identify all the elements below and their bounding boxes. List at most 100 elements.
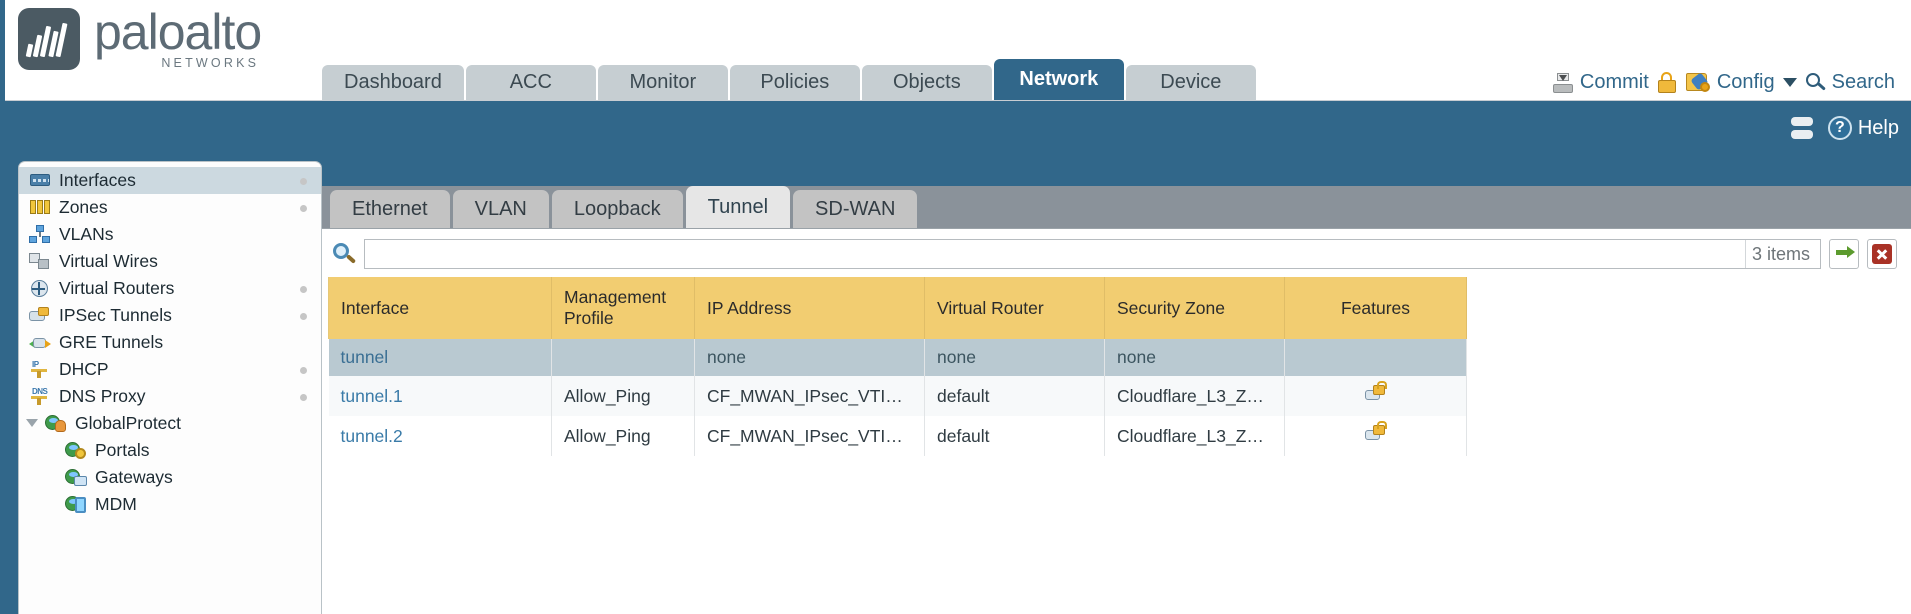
tab-sd-wan[interactable]: SD-WAN: [793, 190, 918, 228]
commit-button[interactable]: Commit: [1552, 71, 1649, 94]
cell-virtual-router: default: [924, 376, 1105, 416]
top-bar: paloalto NETWORKS Dashboard ACC Monitor …: [0, 0, 1911, 101]
column-header-virtual-router[interactable]: Virtual Router: [924, 277, 1105, 339]
column-header-management-profile[interactable]: Management Profile: [551, 277, 695, 339]
sidebar-item-gre-tunnels[interactable]: GRE Tunnels: [19, 329, 321, 356]
tab-vlan[interactable]: VLAN: [452, 190, 549, 228]
sidebar-item-label: Interfaces: [59, 170, 136, 190]
cell-features: [1284, 339, 1467, 376]
sidebar-item-label: VLANs: [59, 224, 114, 244]
cell-interface[interactable]: tunnel: [328, 339, 552, 376]
column-header-interface[interactable]: Interface: [328, 277, 552, 339]
commit-printer-icon: [1552, 72, 1574, 93]
apply-filter-arrow-icon: [1836, 246, 1855, 258]
search-button[interactable]: Search: [1805, 71, 1895, 94]
commit-label: Commit: [1579, 71, 1649, 93]
brand-name: paloalto: [94, 4, 262, 60]
dhcp-icon: IP: [29, 360, 51, 379]
content-panel: 3 items Interface: [322, 228, 1911, 614]
column-header-security-zone[interactable]: Security Zone: [1104, 277, 1285, 339]
sidebar-item-virtual-routers[interactable]: Virtual Routers: [19, 275, 321, 302]
cell-interface[interactable]: tunnel.2: [328, 416, 552, 456]
nav-tab-policies[interactable]: Policies: [729, 65, 860, 100]
sidebar-item-label: Zones: [59, 197, 108, 217]
filter-row: 3 items: [322, 229, 1911, 277]
config-dropdown[interactable]: Config: [1685, 71, 1797, 94]
item-count: 3 items: [1744, 240, 1820, 268]
sidebar-item-virtual-wires[interactable]: Virtual Wires: [19, 248, 321, 275]
status-dot: [300, 286, 307, 293]
tab-loopback[interactable]: Loopback: [551, 190, 683, 228]
padlock-icon[interactable]: [1657, 72, 1677, 93]
sidebar-item-label: GRE Tunnels: [59, 332, 164, 352]
blue-utility-band: ? Help: [0, 101, 1911, 155]
refresh-icon[interactable]: [1790, 117, 1814, 139]
sidebar-item-vlans[interactable]: VLANs: [19, 221, 321, 248]
cell-management-profile: [551, 339, 695, 376]
cell-ip-address: CF_MWAN_IPsec_VTI_02_...: [694, 416, 925, 456]
cell-features: [1284, 376, 1467, 416]
nav-tab-network[interactable]: Network: [993, 59, 1124, 100]
nav-tab-acc[interactable]: ACC: [465, 65, 596, 100]
paloalto-logo-icon: [18, 8, 80, 70]
nav-tab-objects[interactable]: Objects: [861, 65, 992, 100]
sidebar-item-globalprotect[interactable]: GlobalProtect: [19, 410, 321, 437]
chevron-down-icon: [1782, 78, 1797, 87]
globalprotect-icon: [45, 414, 67, 433]
cell-security-zone: Cloudflare_L3_Zone: [1104, 376, 1285, 416]
portals-icon: [65, 441, 87, 460]
table-row[interactable]: tunnel.1 Allow_Ping CF_MWAN_IPsec_VTI_01…: [328, 376, 1467, 416]
main-nav: Dashboard ACC Monitor Policies Objects N…: [322, 59, 1256, 100]
cell-virtual-router: none: [924, 339, 1105, 376]
column-header-features[interactable]: Features: [1284, 277, 1467, 339]
column-header-ip-address[interactable]: IP Address: [694, 277, 925, 339]
left-edge-accent: [0, 0, 5, 101]
filter-input-wrap: 3 items: [364, 239, 1821, 269]
tab-tunnel[interactable]: Tunnel: [685, 186, 791, 228]
chevron-down-icon[interactable]: [26, 419, 38, 427]
sidebar-item-dhcp[interactable]: IP DHCP: [19, 356, 321, 383]
status-dot: [300, 367, 307, 374]
search-input[interactable]: [365, 240, 1745, 268]
cell-interface[interactable]: tunnel.1: [328, 376, 552, 416]
cell-features: [1284, 416, 1467, 456]
nav-tab-monitor[interactable]: Monitor: [597, 65, 728, 100]
vlans-icon: [29, 225, 51, 244]
help-label: Help: [1857, 116, 1899, 139]
nav-tab-dashboard[interactable]: Dashboard: [322, 65, 464, 100]
sidebar-item-dns-proxy[interactable]: DNS DNS Proxy: [19, 383, 321, 410]
tunnel-interfaces-table: Interface Management Profile IP Address …: [328, 277, 1467, 456]
sidebar-item-zones[interactable]: Zones: [19, 194, 321, 221]
top-actions: Commit Config Search: [1552, 71, 1895, 94]
sidebar-column: Interfaces Zones VLANs Virtual Wires Vir…: [0, 155, 322, 614]
clear-filter-button[interactable]: [1867, 239, 1897, 269]
tab-ethernet[interactable]: Ethernet: [330, 190, 450, 228]
table-header-row: Interface Management Profile IP Address …: [328, 277, 1467, 339]
sidebar-item-label: Portals: [95, 440, 150, 460]
cell-virtual-router: default: [924, 416, 1105, 456]
sidebar-item-ipsec-tunnels[interactable]: IPSec Tunnels: [19, 302, 321, 329]
table-row[interactable]: tunnel.2 Allow_Ping CF_MWAN_IPsec_VTI_02…: [328, 416, 1467, 456]
apply-filter-button[interactable]: [1829, 239, 1859, 269]
sidebar: Interfaces Zones VLANs Virtual Wires Vir…: [18, 161, 322, 614]
ipsec-tunnel-lock-icon: [1364, 381, 1387, 403]
status-dot: [300, 205, 307, 212]
clear-filter-x-icon: [1872, 244, 1892, 264]
sidebar-item-portals[interactable]: Portals: [19, 437, 321, 464]
sidebar-item-mdm[interactable]: MDM: [19, 491, 321, 518]
sidebar-item-gateways[interactable]: Gateways: [19, 464, 321, 491]
table-row[interactable]: tunnel none none none: [328, 339, 1467, 376]
cell-security-zone: Cloudflare_L3_Zone: [1104, 416, 1285, 456]
nav-tab-device[interactable]: Device: [1125, 65, 1256, 100]
virtual-routers-icon: [29, 279, 51, 298]
sidebar-item-label: Virtual Routers: [59, 278, 175, 298]
config-label: Config: [1716, 71, 1775, 93]
search-magnifier-icon[interactable]: [332, 242, 357, 266]
help-button[interactable]: ? Help: [1827, 116, 1899, 140]
sidebar-item-label: DHCP: [59, 359, 109, 379]
ipsec-tunnel-lock-icon: [1364, 421, 1387, 443]
interfaces-icon: [29, 171, 51, 190]
cell-management-profile: Allow_Ping: [551, 416, 695, 456]
sidebar-item-interfaces[interactable]: Interfaces: [19, 167, 321, 194]
gre-tunnels-icon: [29, 333, 51, 352]
